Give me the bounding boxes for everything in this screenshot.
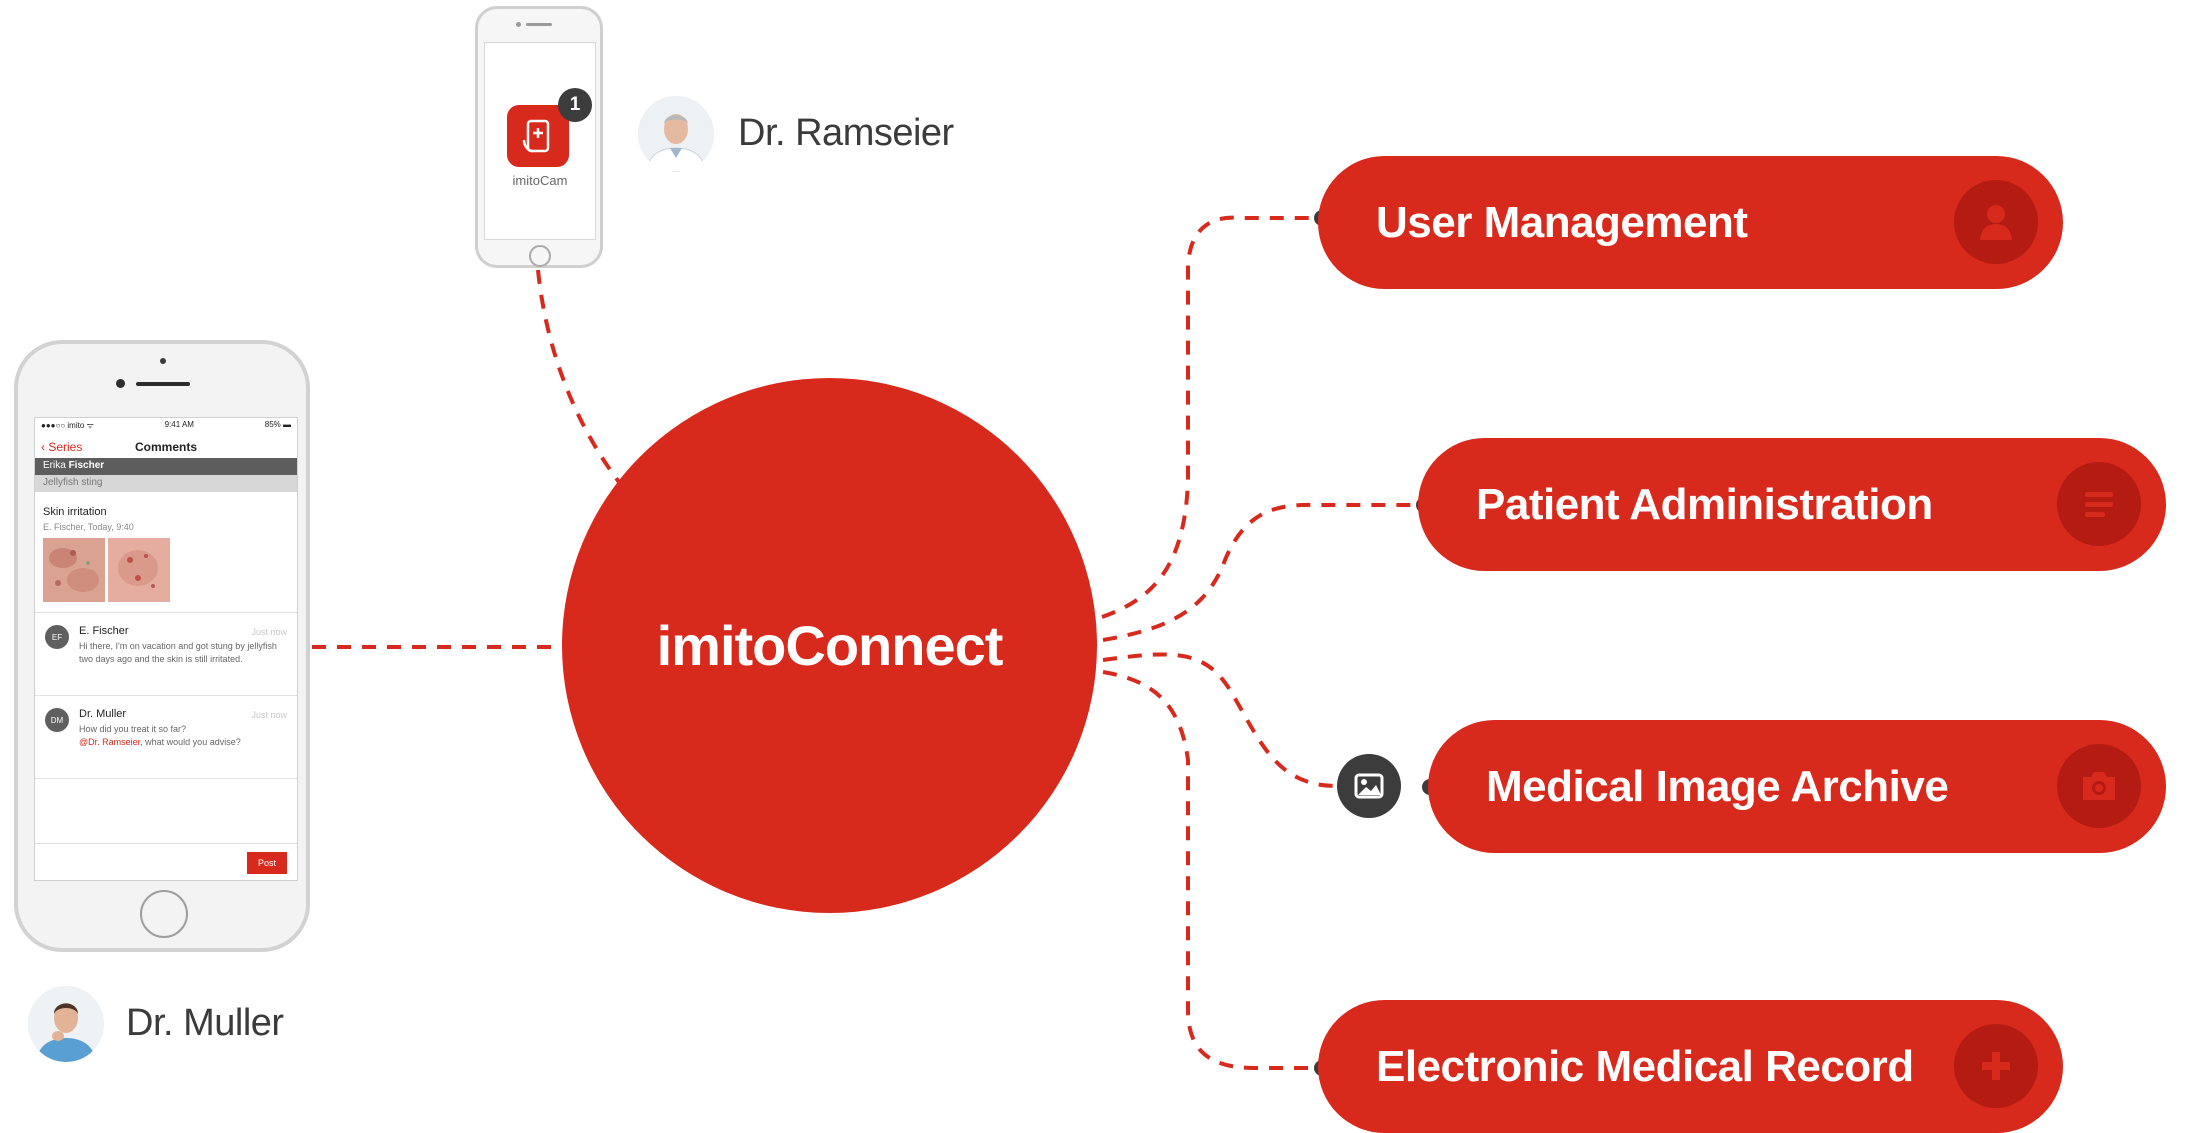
connector-electronic-medical-record bbox=[1102, 670, 1316, 1070]
feature-label: Medical Image Archive bbox=[1486, 761, 1949, 811]
comment-time: Just now bbox=[251, 627, 287, 637]
phone-speaker bbox=[526, 23, 552, 26]
comment-time: Just now bbox=[251, 710, 287, 720]
imitocam-app-icon[interactable] bbox=[507, 105, 569, 167]
comment-item: DM Dr. Muller Just now How did you treat… bbox=[35, 696, 297, 768]
avatar-dr-muller bbox=[28, 986, 104, 1062]
post-button[interactable]: Post bbox=[247, 852, 287, 874]
phone-left: ●●●○○ imito ᯤ 9:41 AM 85% ▬ ‹ Series Com… bbox=[14, 340, 310, 952]
mention-link[interactable]: @Dr. Ramseier bbox=[79, 737, 141, 747]
feature-patient-administration[interactable]: Patient Administration bbox=[1418, 438, 2166, 571]
status-battery: 85% ▬ bbox=[264, 420, 291, 429]
patient-first-name: Erika bbox=[43, 460, 66, 471]
back-button[interactable]: ‹ Series bbox=[41, 440, 83, 454]
app-name: imitoCam bbox=[512, 173, 568, 188]
image-icon bbox=[1337, 754, 1401, 818]
home-button[interactable] bbox=[140, 890, 188, 938]
document-icon bbox=[2057, 462, 2141, 546]
series-meta: E. Fischer, Today, 9:40 bbox=[43, 522, 134, 532]
comment-author: Dr. Muller bbox=[79, 708, 127, 720]
notification-badge: 1 bbox=[558, 88, 592, 122]
hub-label: imitoConnect bbox=[656, 614, 1004, 677]
patient-bar: Erika Fischer bbox=[35, 458, 297, 475]
feature-user-management[interactable]: User Management bbox=[1318, 156, 2063, 289]
home-button[interactable] bbox=[529, 245, 551, 267]
avatar: DM bbox=[45, 708, 69, 732]
back-label: Series bbox=[48, 440, 83, 454]
series-thumbnails bbox=[43, 538, 289, 602]
divider bbox=[35, 778, 297, 779]
nav-bar: ‹ Series Comments bbox=[35, 434, 297, 458]
status-bar: ●●●○○ imito ᯤ 9:41 AM 85% ▬ bbox=[35, 418, 297, 434]
feature-label: User Management bbox=[1376, 197, 1748, 247]
doctor-name-bottom: Dr. Muller bbox=[126, 1002, 284, 1044]
comment-text-line: How did you treat it so far? bbox=[79, 724, 187, 734]
comment-text: How did you treat it so far? @Dr. Ramsei… bbox=[79, 723, 289, 749]
plus-icon bbox=[1954, 1024, 2038, 1108]
feature-electronic-medical-record[interactable]: Electronic Medical Record bbox=[1318, 1000, 2063, 1133]
camera-dot bbox=[116, 379, 125, 388]
feature-label: Patient Administration bbox=[1476, 479, 1933, 529]
status-time: 9:41 AM bbox=[164, 420, 194, 429]
patient-last-name: Fischer bbox=[68, 460, 105, 471]
comments-screen: ●●●○○ imito ᯤ 9:41 AM 85% ▬ ‹ Series Com… bbox=[34, 417, 298, 881]
user-icon bbox=[1954, 180, 2038, 264]
diagnosis-bar: Jellyfish sting bbox=[35, 475, 297, 492]
doctor-name-top: Dr. Ramseier bbox=[738, 112, 954, 154]
connector-user-management bbox=[1101, 215, 1316, 619]
phone-speaker bbox=[136, 382, 190, 386]
skin-photo-2[interactable] bbox=[108, 538, 170, 602]
comment-text: Hi there, I'm on vacation and got stung … bbox=[79, 641, 277, 664]
comment-input-row[interactable]: Post bbox=[35, 843, 297, 880]
nav-title: Comments bbox=[134, 440, 197, 454]
imitoconnect-hub: imitoConnect bbox=[562, 378, 1097, 913]
comment-text-rest: , what would you advise? bbox=[140, 737, 241, 747]
avatar-dr-ramseier bbox=[638, 96, 714, 172]
comment-item: EF E. Fischer Just now Hi there, I'm on … bbox=[35, 613, 297, 685]
divider bbox=[35, 612, 297, 613]
feature-medical-image-archive[interactable]: Medical Image Archive bbox=[1428, 720, 2166, 853]
phone-top-dot bbox=[160, 358, 166, 364]
divider bbox=[35, 695, 297, 696]
comment-author: E. Fischer bbox=[79, 625, 129, 637]
camera-dot bbox=[516, 22, 521, 27]
skin-photo-1[interactable] bbox=[43, 538, 105, 602]
phone-screen: 1 imitoCam bbox=[484, 42, 596, 240]
avatar: EF bbox=[45, 625, 69, 649]
status-carrier: ●●●○○ imito ᯤ bbox=[41, 421, 94, 430]
connector-patient-administration bbox=[1102, 502, 1420, 642]
connector-medical-image-archive bbox=[1102, 652, 1336, 788]
feature-label: Electronic Medical Record bbox=[1376, 1041, 1914, 1091]
camera-icon bbox=[2057, 744, 2141, 828]
phone-top: 1 imitoCam bbox=[475, 6, 603, 268]
connector-phone-top bbox=[536, 269, 627, 492]
series-title: Skin irritation bbox=[43, 506, 107, 518]
